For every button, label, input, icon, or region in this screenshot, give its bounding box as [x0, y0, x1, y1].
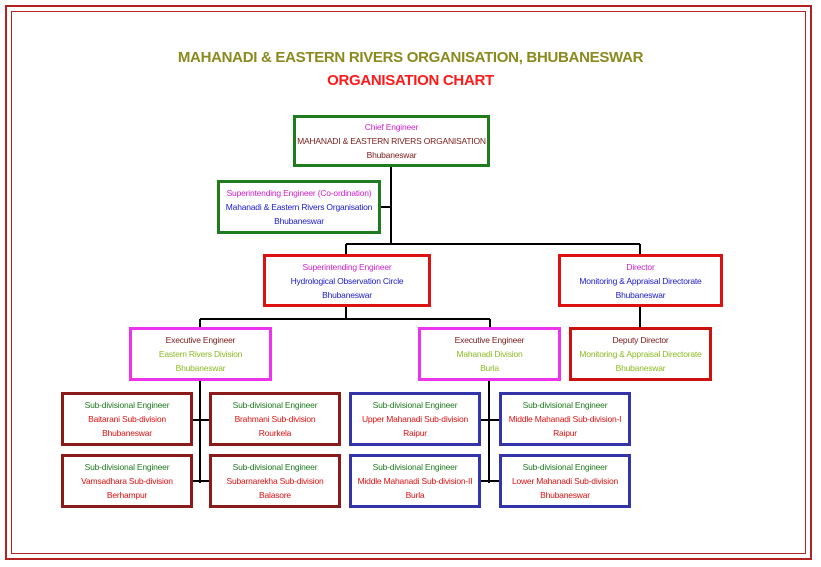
node-role: Deputy Director [612, 335, 669, 345]
sde-baitarani-box: Sub-divisional Engineer Baitarani Sub-di… [61, 392, 193, 446]
ee-eastern-rivers-box: Executive Engineer Eastern Rivers Divisi… [129, 327, 272, 381]
node-place: Bhubaneswar [540, 490, 590, 500]
node-role: Executive Engineer [165, 335, 236, 345]
sde-middle-mahanadi-1-box: Sub-divisional Engineer Middle Mahanadi … [499, 392, 631, 446]
node-place: Berhampur [106, 490, 148, 500]
node-office: Monitoring & Appraisal Directorate [579, 349, 702, 359]
director-box: Director Monitoring & Appraisal Director… [558, 254, 723, 307]
node-office: Subarnarekha Sub-division [226, 476, 324, 486]
ee-mahanadi-box: Executive Engineer Mahanadi Division Bur… [418, 327, 561, 381]
node-role: Executive Engineer [454, 335, 525, 345]
node-role: Sub-divisional Engineer [372, 462, 458, 472]
node-office: Mahanadi Division [456, 349, 523, 359]
node-office: Upper Mahanadi Sub-division [361, 414, 469, 424]
node-place: Bhubaneswar [274, 216, 324, 226]
node-role: Superintending Engineer (Co-ordination) [226, 188, 372, 198]
se-coordination-box: Superintending Engineer (Co-ordination) … [217, 180, 381, 234]
node-office: Vamsadhara Sub-division [81, 476, 173, 486]
sde-subarnarekha-box: Sub-divisional Engineer Subarnarekha Sub… [209, 454, 341, 508]
node-office: Brahmani Sub-division [234, 414, 316, 424]
node-role: Sub-divisional Engineer [84, 462, 170, 472]
node-place: Bhubaneswar [615, 289, 666, 300]
node-place: Raipur [403, 428, 427, 438]
node-role: Sub-divisional Engineer [522, 400, 608, 410]
node-place: Raipur [553, 428, 577, 438]
deputy-director-box: Deputy Director Monitoring & Appraisal D… [569, 327, 712, 381]
sde-lower-mahanadi-box: Sub-divisional Engineer Lower Mahanadi S… [499, 454, 631, 508]
node-place: Bhubaneswar [615, 363, 666, 373]
node-office: Lower Mahanadi Sub-division [511, 476, 619, 486]
node-place: Burla [480, 363, 499, 373]
outer-border [5, 5, 812, 560]
sde-middle-mahanadi-2-box: Sub-divisional Engineer Middle Mahanadi … [349, 454, 481, 508]
sde-brahmani-box: Sub-divisional Engineer Brahmani Sub-div… [209, 392, 341, 446]
node-office: MAHANADI & EASTERN RIVERS ORGANISATION [297, 136, 486, 146]
sde-vamsadhara-box: Sub-divisional Engineer Vamsadhara Sub-d… [61, 454, 193, 508]
node-role: Director [626, 261, 655, 272]
node-office: Mahanadi & Eastern Rivers Organisation [225, 202, 373, 212]
sde-upper-mahanadi-box: Sub-divisional Engineer Upper Mahanadi S… [349, 392, 481, 446]
node-office: Middle Mahanadi Sub-division-II [357, 476, 473, 486]
node-office: Hydrological Observation Circle [290, 275, 404, 286]
inner-border [11, 11, 806, 554]
node-office: Middle Mahanadi Sub-division-I [508, 414, 622, 424]
chief-engineer-box: Chief Engineer MAHANADI & EASTERN RIVERS… [293, 115, 490, 167]
node-place: Bhubaneswar [366, 150, 417, 160]
node-place: Bhubaneswar [102, 428, 152, 438]
node-role: Superintending Engineer [302, 261, 392, 272]
chart-subtitle: ORGANISATION CHART [327, 72, 494, 89]
node-role: Sub-divisional Engineer [232, 462, 318, 472]
chart-title: MAHANADI & EASTERN RIVERS ORGANISATION, … [177, 49, 644, 66]
node-role: Sub-divisional Engineer [232, 400, 318, 410]
node-office: Baitarani Sub-division [88, 414, 166, 424]
node-role: Sub-divisional Engineer [372, 400, 458, 410]
node-role: Sub-divisional Engineer [84, 400, 170, 410]
node-office: Monitoring & Appraisal Directorate [579, 275, 702, 286]
node-role: Sub-divisional Engineer [522, 462, 608, 472]
node-place: Rourkela [258, 428, 292, 438]
node-place: Burla [405, 490, 425, 500]
se-hydrological-box: Superintending Engineer Hydrological Obs… [263, 254, 431, 307]
node-place: Balasore [259, 490, 291, 500]
node-office: Eastern Rivers Division [158, 349, 243, 359]
node-place: Bhubaneswar [322, 289, 372, 300]
node-role: Chief Engineer [364, 122, 419, 132]
node-place: Bhubaneswar [175, 363, 226, 373]
